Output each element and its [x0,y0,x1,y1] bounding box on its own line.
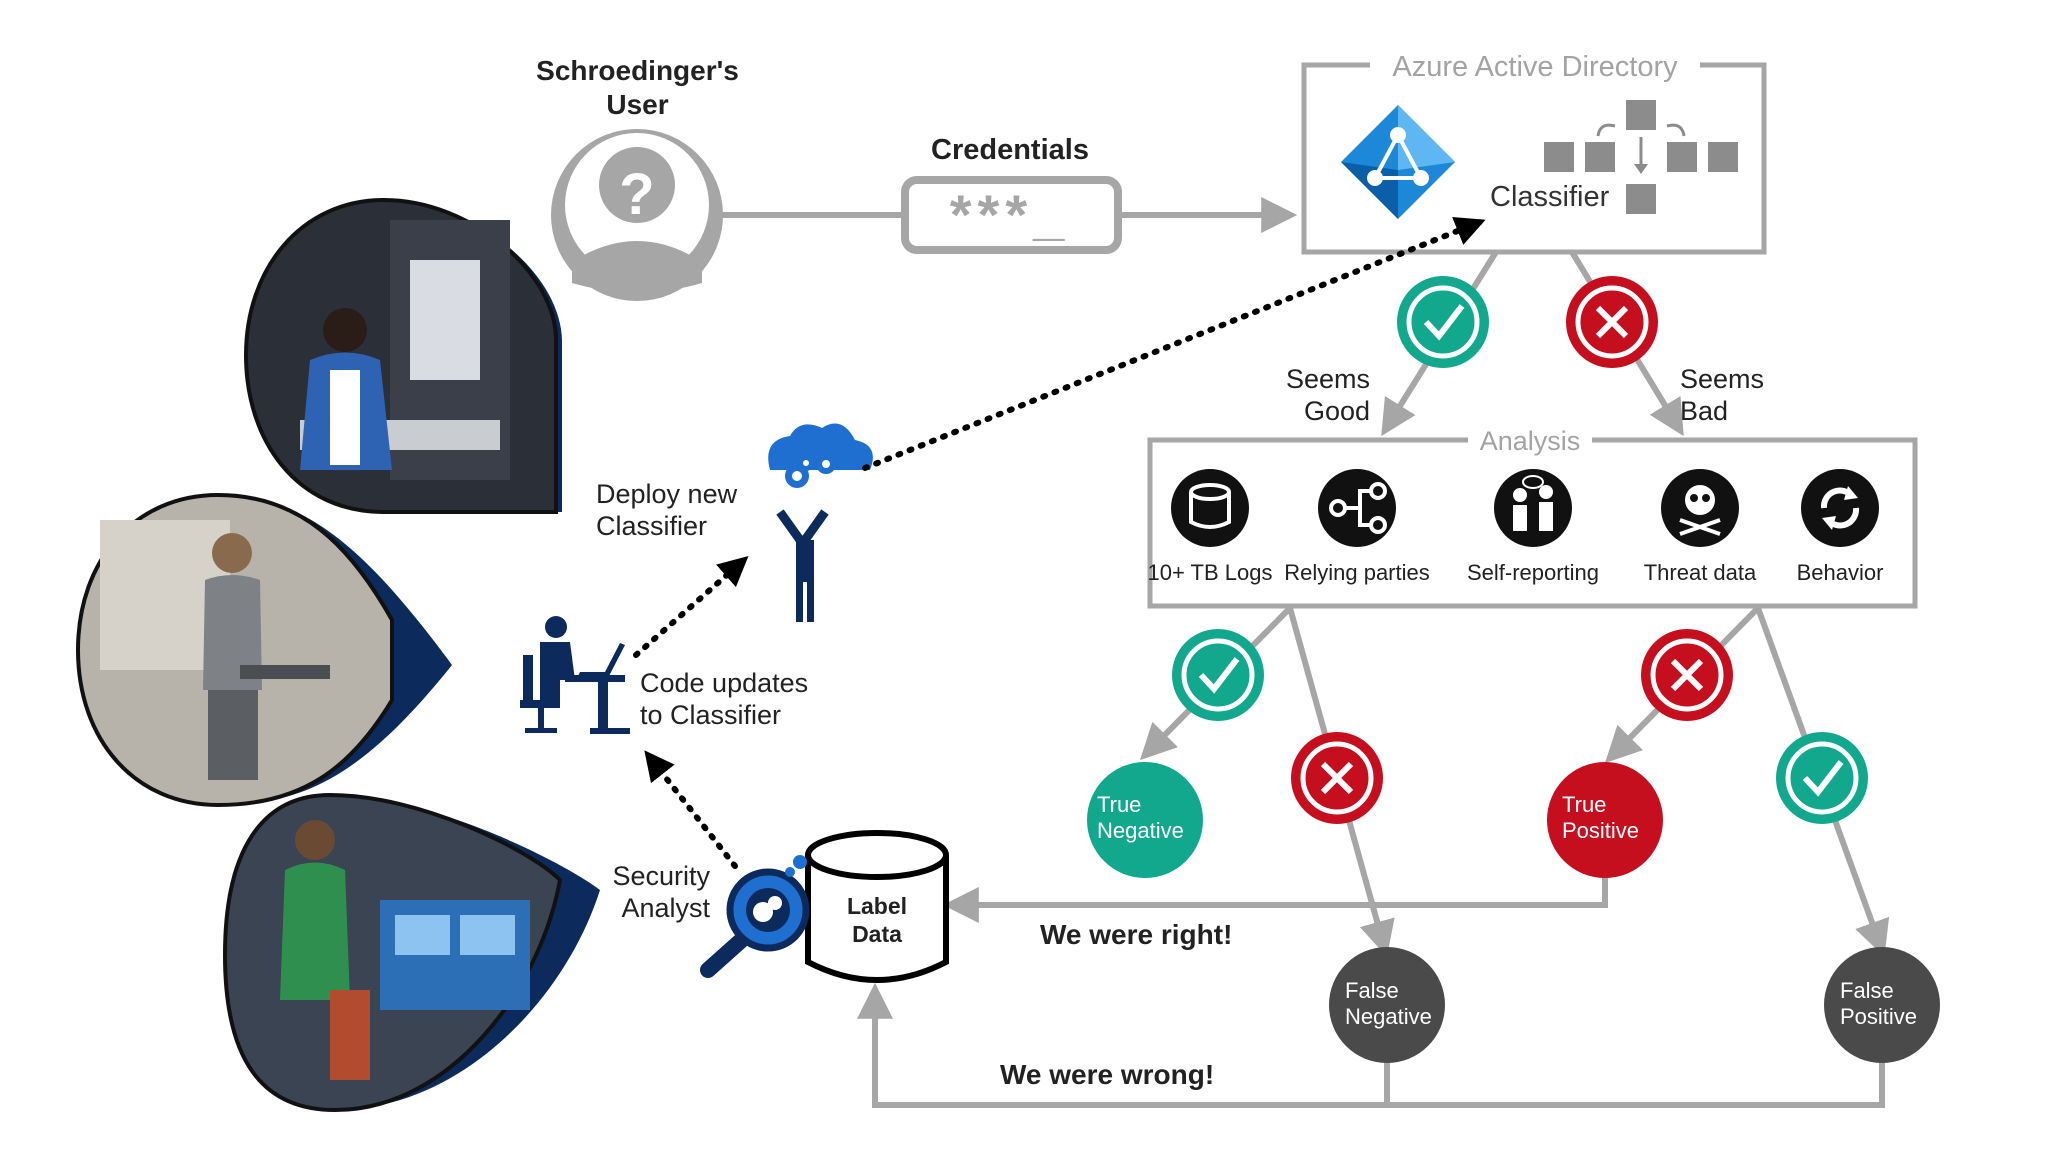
true-positive-line2: Positive [1562,818,1640,844]
false-negative-line2: Negative [1345,1004,1432,1030]
bad-check-icon [1776,732,1868,824]
analysis-item-behavior-label: Behavior [1796,560,1884,585]
label-data-line1: Label [846,893,908,919]
code-updates-label: Code updates to Classifier [640,667,808,732]
analysis-item-logs-label: 10+ TB Logs [1147,560,1273,585]
security-analyst-line1: Security [612,861,710,891]
false-positive-label: False Positive [1840,978,1917,1031]
seems-bad-label: Seems Bad [1680,363,1800,428]
credentials-mask: ***_ [949,183,1071,246]
deploy-line1: Deploy new [596,479,738,509]
true-positive-label: True Positive [1562,792,1639,845]
database-icon [1171,469,1249,547]
deploy-to-classifier-dotted-arrow [862,216,1486,471]
false-positive-circle [1824,947,1940,1063]
classifier-label: Classifier [1490,181,1610,213]
code-updates-line1: Code updates [640,668,809,698]
analysis-item-threat-data-label: Threat data [1643,560,1757,585]
user-label-line1: Schroedinger's [536,55,739,86]
label-data-label: Label Data [820,893,934,948]
seems-good-check-icon [1397,276,1489,368]
true-negative-circle [1087,762,1203,878]
cycle-icon [1801,469,1879,547]
user-label-line2: User [606,88,669,120]
classifier-blocks-icon [1544,100,1738,214]
false-positive-line1: False [1840,978,1894,1003]
we-were-right-label: We were right! [1040,919,1233,950]
deploy-line2: Classifier [596,511,708,542]
false-negative-line1: False [1345,978,1399,1003]
label-data-line2: Data [852,920,902,947]
seems-good-line2: Good [1303,396,1370,427]
analysis-title: Analysis [1479,426,1581,456]
false-positive-line2: Positive [1840,1004,1918,1030]
share-nodes-icon [1318,469,1396,547]
seems-bad-x-icon [1566,276,1658,368]
credentials-label: Credentials [931,134,1089,166]
good-check-icon [1172,629,1264,721]
security-analyst-label: Security Analyst [585,860,710,925]
developer-desk-icon [520,616,630,734]
seems-good-label: Seems Good [1250,363,1370,428]
true-negative-line2: Negative [1097,818,1184,844]
user-avatar-icon: ? [551,129,723,301]
label-data-cylinder-icon [805,830,949,983]
azure-ad-title: Azure Active Directory [1392,51,1678,83]
code-to-deploy-dotted-arrow [633,556,749,658]
true-negative-line1: True [1097,792,1142,817]
deploy-label: Deploy new Classifier [596,478,737,543]
magnifier-icon [700,855,810,978]
false-negative-label: False Negative [1345,978,1432,1031]
svg-text:?: ? [619,162,654,227]
deploy-cloud-icon [768,423,873,622]
seems-bad-line2: Bad [1680,396,1729,427]
photo-security-analyst [222,792,600,1113]
credentials-box [901,176,1122,254]
analyst-to-code-dotted-arrow [644,750,738,869]
true-negative-label: True Negative [1097,792,1184,845]
azure-ad-logo-icon [1341,105,1455,219]
analysis-item-relying-parties-label: Relying parties [1284,560,1430,585]
wrong-feedback-arrow [857,982,1885,1108]
seems-bad-line1: Seems [1680,364,1765,394]
photo-developer [75,492,452,808]
we-were-wrong-label: We were wrong! [1000,1059,1215,1090]
true-positive-line1: True [1562,792,1607,817]
right-feedback-arrow [942,877,1608,923]
user-label: Schroedinger's User [520,54,755,121]
code-updates-line2: to Classifier [640,700,782,731]
people-reporting-icon [1494,469,1572,547]
analysis-item-self-reporting-label: Self-reporting [1466,560,1600,585]
photo-server-room [243,197,562,514]
true-positive-circle [1547,762,1663,878]
seems-good-line1: Seems [1285,364,1370,394]
false-negative-circle [1329,947,1445,1063]
skull-crossbones-icon [1661,469,1739,547]
good-x-icon [1291,732,1383,824]
bad-x-icon [1641,629,1733,721]
security-analyst-line2: Analyst [621,893,710,924]
